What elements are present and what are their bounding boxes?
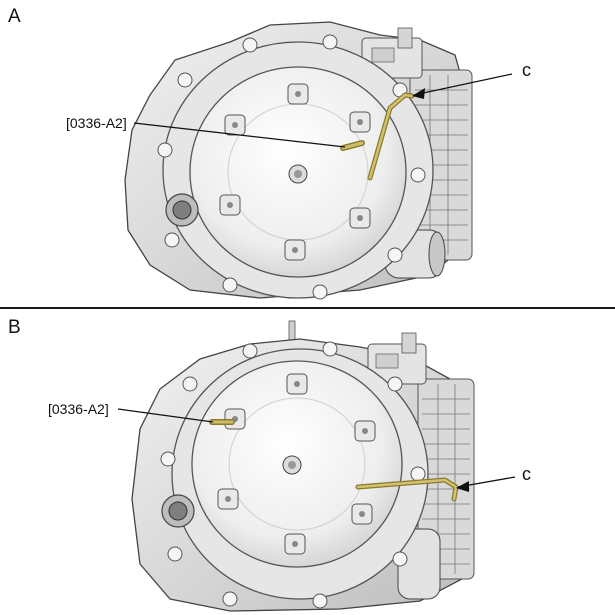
tool-c-rod <box>355 477 459 502</box>
c-callout-label: c <box>522 60 531 80</box>
leader-line-tool <box>117 408 214 423</box>
leader-line-tool <box>133 122 346 148</box>
panel-b: B [0336-A2] c <box>0 309 615 615</box>
panel-letter: A <box>8 6 21 27</box>
tool-pin-0336-a2 <box>340 140 365 151</box>
c-callout-label: c <box>522 464 531 484</box>
panel-a: A [0336-A2] c <box>0 0 615 307</box>
panel-letter: B <box>8 317 21 338</box>
tool-callout-label: [0336-A2] <box>48 401 109 417</box>
transmission-illustration-b <box>117 320 516 612</box>
leader-line-c <box>413 73 513 96</box>
panel-divider <box>0 307 615 309</box>
transmission-illustration-a <box>124 21 513 300</box>
tool-c-rod <box>367 92 415 181</box>
tool-callout-label: [0336-A2] <box>66 115 127 131</box>
